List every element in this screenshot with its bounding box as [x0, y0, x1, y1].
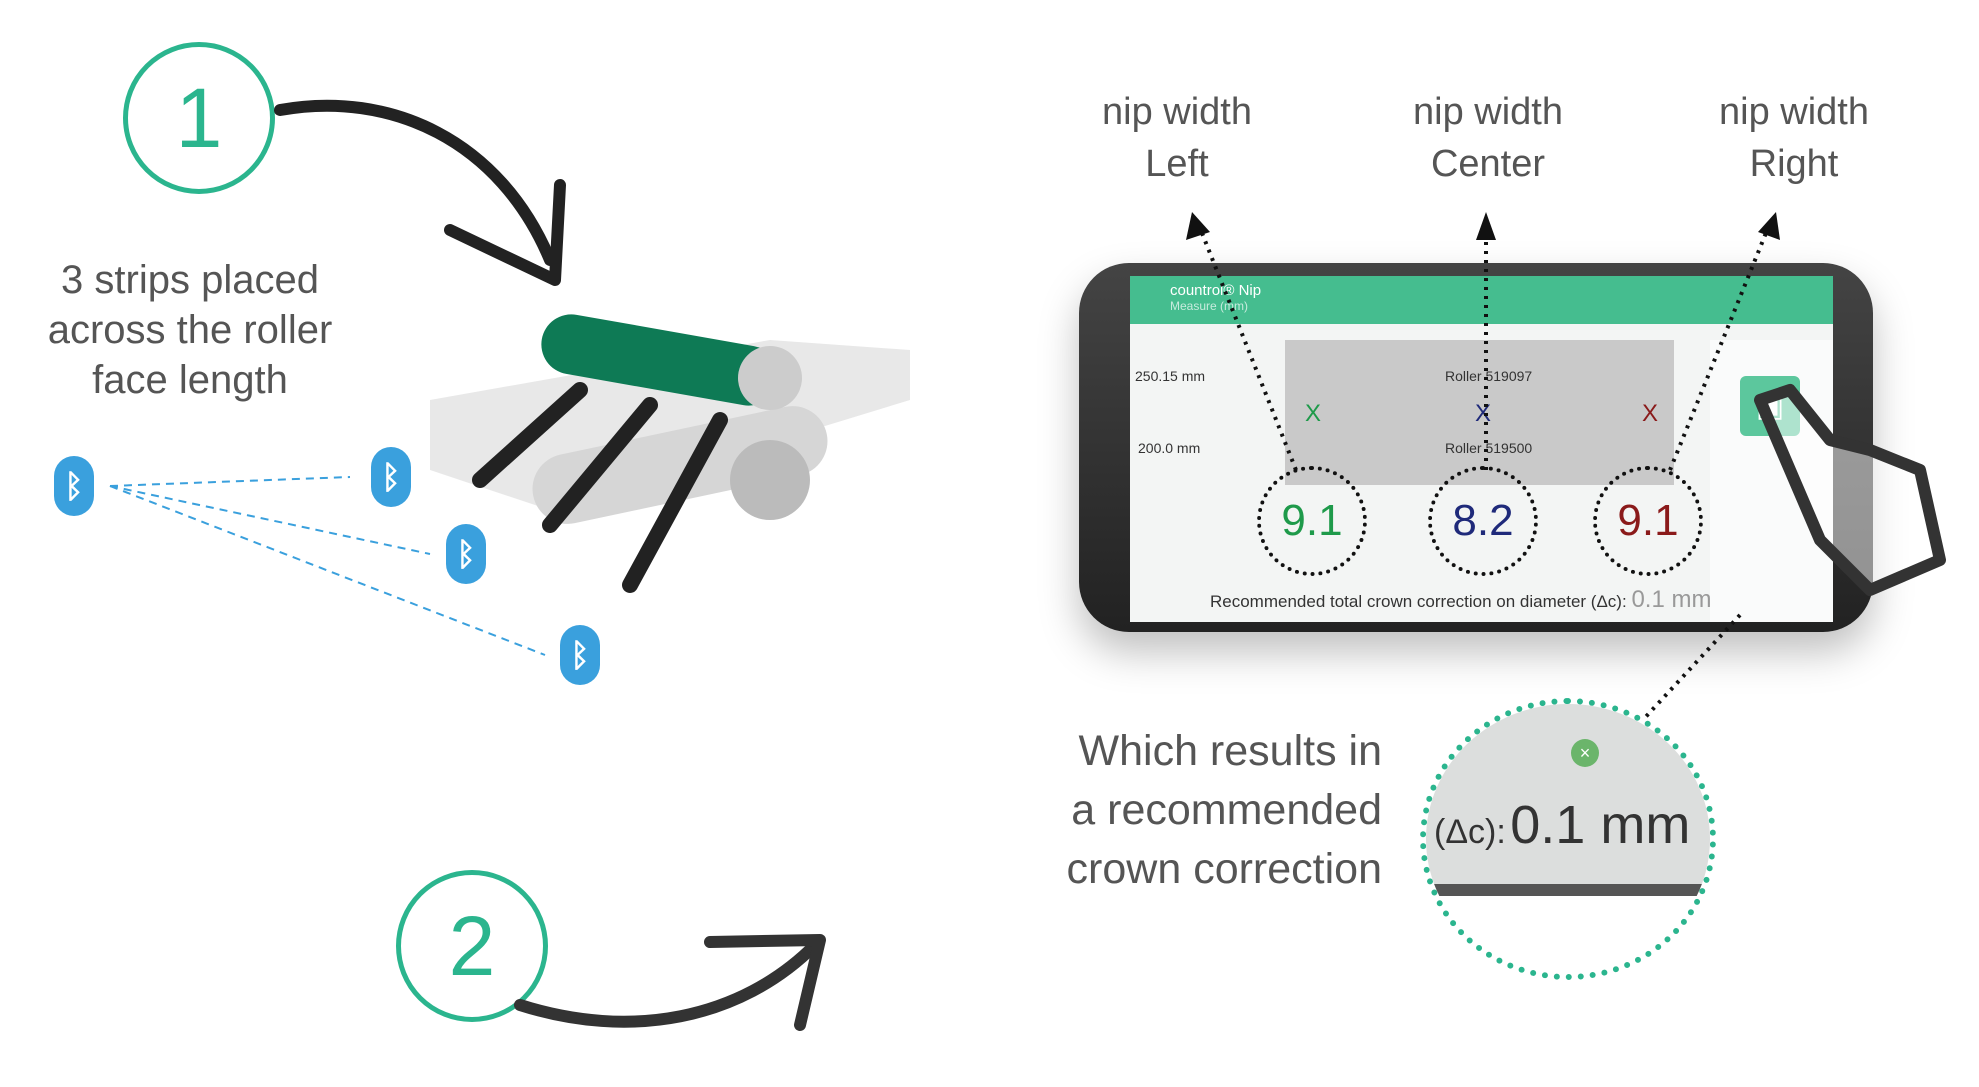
bluetooth-icon: ᛒ — [371, 447, 411, 507]
recommendation-value: 0.1 mm — [1631, 586, 1712, 613]
zoom-label: (Δc): — [1434, 813, 1506, 851]
curved-arrow-1 — [274, 99, 566, 286]
zoom-readout: (Δc): 0.1 mm — [1434, 794, 1690, 856]
step-2-badge: 2 — [396, 870, 548, 1022]
roller-illustration — [430, 314, 910, 593]
hand-pointer-icon — [1754, 384, 1946, 596]
zoom-bubble: × (Δc): 0.1 mm — [1420, 698, 1716, 980]
caption-line: a recommended — [1071, 786, 1382, 834]
diameter-top: 250.15 mm — [1135, 368, 1206, 384]
zoom-value: 0.1 mm — [1510, 795, 1691, 855]
nip-value-right: 9.1 — [1593, 466, 1703, 576]
nip-value-left: 9.1 — [1257, 466, 1367, 576]
step-1-badge: 1 — [123, 42, 275, 194]
result-caption: Which results in a recommended crown cor… — [1000, 722, 1382, 899]
roller-top-label: Roller 519097 — [1445, 368, 1533, 384]
caption-line: across the roller — [47, 308, 333, 352]
roller-panel — [1285, 340, 1674, 485]
close-icon: × — [1571, 739, 1599, 767]
recommendation-row: Recommended total crown correction on di… — [1210, 586, 1711, 614]
bluetooth-icon: ᛒ — [560, 625, 600, 685]
diameter-bottom: 200.0 mm — [1138, 440, 1201, 456]
caption-line: 3 strips placed — [61, 258, 319, 302]
caption-line: face length — [92, 358, 288, 402]
roller-bottom-label: Roller 519500 — [1445, 440, 1533, 456]
app-header: countrol® Nip Measure (mm) — [1130, 276, 1833, 324]
nip-value-center: 8.2 — [1428, 466, 1538, 576]
caption-line: Which results in — [1078, 727, 1382, 775]
curved-arrow-2 — [514, 934, 826, 1031]
caption-line: crown correction — [1066, 845, 1382, 893]
marker-left: X — [1305, 400, 1322, 427]
marker-right: X — [1642, 400, 1659, 427]
bluetooth-icon: ᛒ — [54, 456, 94, 516]
recommendation-label: Recommended total crown correction on di… — [1210, 592, 1627, 611]
bluetooth-links — [109, 476, 546, 656]
strips-caption: 3 strips placed across the roller face l… — [20, 255, 360, 405]
bluetooth-icon: ᛒ — [446, 524, 486, 584]
app-title: countrol® Nip — [1170, 282, 1262, 299]
